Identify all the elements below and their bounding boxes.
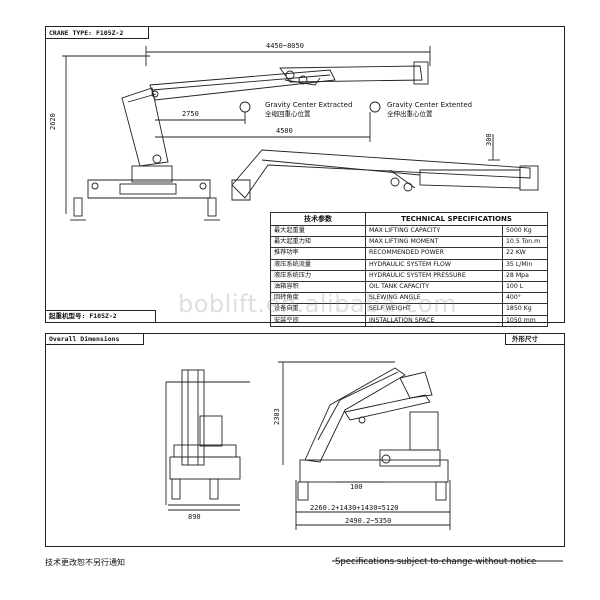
front-width-dimension: 890	[188, 513, 201, 521]
spec-en: HYDRAULIC SYSTEM PRESSURE	[365, 269, 503, 282]
overall-title: Overall Dimensions	[49, 335, 120, 343]
spec-header-en: TECHNICAL SPECIFICATIONS	[365, 212, 548, 226]
spec-header-row: 技术参数 TECHNICAL SPECIFICATIONS	[270, 212, 548, 226]
height-dimension: 2620	[49, 113, 57, 130]
spec-cn: 推荐功率	[270, 247, 366, 260]
reach-dimension: 4450~8050	[266, 42, 304, 50]
spec-value: 400°	[502, 292, 548, 305]
spec-cn: 液压系统流量	[270, 258, 366, 271]
spec-value: 10.5 Ton.m	[502, 236, 548, 249]
spec-cn: 最大起重力矩	[270, 236, 366, 249]
extracted-offset-dimension: 2750	[182, 110, 199, 118]
hook-offset-dimension: 300	[485, 133, 493, 146]
model-box	[45, 310, 156, 322]
spec-value: 35 L/Min	[502, 258, 548, 271]
spec-value: 100 L	[502, 280, 548, 294]
span-a-dimension: 2260.2+1430+1430=5120	[310, 504, 399, 512]
gravity-extended-label: Gravity Center Extented	[387, 101, 473, 109]
spec-header-cn: 技术参数	[270, 212, 366, 226]
spec-en: RECOMMENDED POWER	[365, 247, 503, 260]
spec-value: 5000 Kg	[502, 224, 548, 238]
gravity-extended-cn: 全伸出重心位置	[387, 110, 433, 118]
gravity-extracted-label: Gravity Center Extracted	[265, 101, 353, 109]
base-offset-dimension: 100	[350, 483, 363, 491]
watermark: boblift.en.alibaba.com	[178, 290, 457, 318]
span-b-dimension: 2490.2~5350	[345, 517, 392, 525]
model-label: 起重机型号: F105Z-2	[49, 312, 117, 320]
spec-value: 22 KW	[502, 247, 548, 260]
spec-en: HYDRAULIC SYSTEM FLOW	[365, 258, 503, 271]
spec-cn: 最大起重量	[270, 224, 366, 238]
spec-value: 1850 Kg	[502, 303, 548, 316]
spec-en: MAX LIFTING CAPACITY	[365, 224, 503, 238]
overall-title-cn: 外形尺寸	[512, 335, 538, 343]
side-height-dimension: 2303	[273, 408, 281, 425]
overall-cn-box	[505, 333, 564, 345]
spec-cn: 液压系统压力	[270, 269, 366, 282]
spec-en: MAX LIFTING MOMENT	[365, 236, 503, 249]
crane-type-label: CRANE TYPE: F105Z-2	[49, 29, 124, 37]
overall-title-box	[45, 333, 144, 345]
extended-offset-dimension: 4500	[276, 127, 293, 135]
overall-frame	[45, 333, 565, 547]
spec-value: 28 Mpa	[502, 269, 548, 282]
gravity-extracted-cn: 全缩回重心位置	[265, 110, 311, 118]
crane-type-box	[45, 26, 149, 39]
notice-en: Specifications subject to change without…	[335, 557, 537, 567]
notice-cn: 技术更改恕不另行通知	[45, 558, 125, 567]
spec-value: 1050 mm	[502, 314, 548, 327]
